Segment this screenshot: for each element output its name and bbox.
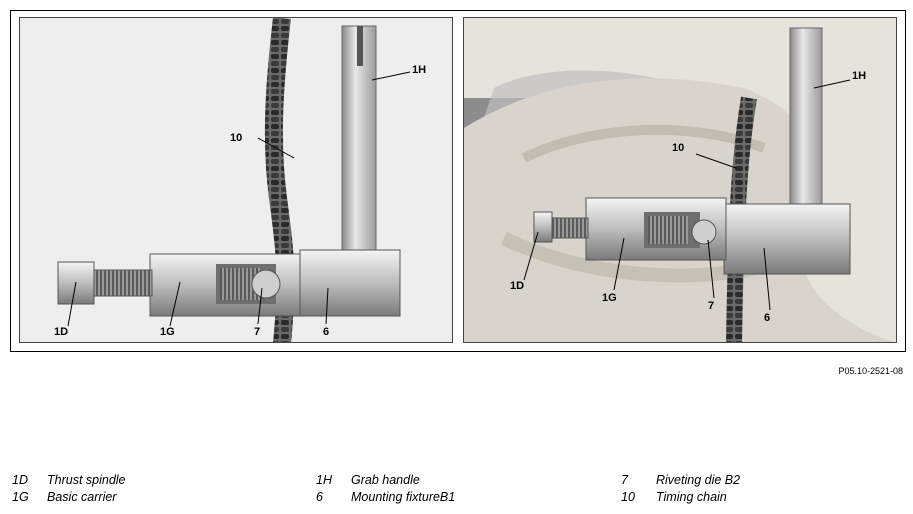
legend-description: Thrust spindle [47,473,126,487]
callout-7: 7 [254,326,261,338]
callout-10: 10 [672,142,685,154]
mounting-fixture [299,249,401,317]
legend-code: 7 [621,473,628,487]
callout-10: 10 [230,132,243,144]
callout-6: 6 [764,312,771,324]
callout-6: 6 [323,326,330,338]
photo-tool-on-engine: 1H 10 1D 1G 7 6 [463,17,897,343]
callout-1G: 1G [602,292,617,304]
riveting-die [691,219,717,245]
legend-code: 1H [316,473,332,487]
legend-code: 1G [12,490,29,504]
timing-chain [726,96,757,342]
legend-code: 6 [316,490,323,504]
tool-assembly-illustration [20,18,452,342]
callout-1H: 1H [852,70,867,82]
legend-description: Grab handle [351,473,420,487]
figure-reference: P05.10-2521-08 [838,366,903,376]
callout-1D: 1D [54,326,69,338]
tool-on-engine-illustration [464,18,896,342]
thrust-spindle [549,217,589,239]
legend-description: Basic carrier [47,490,117,504]
thrust-spindle [91,269,153,297]
legend-code: 1D [12,473,28,487]
legend-description: Timing chain [656,490,727,504]
callout-1H: 1H [412,64,427,76]
callout-1D: 1D [510,280,525,292]
photo-tool-assembly: 1H 10 1D 1G 7 6 [19,17,453,343]
figure-frame: 1H 10 1D 1G 7 6 [10,10,906,352]
riveting-die [251,269,281,299]
callout-7: 7 [708,300,715,312]
legend-description: Riveting die B2 [656,473,741,487]
legend-code: 10 [621,490,635,504]
legend-description: Mounting fixtureB1 [351,490,456,504]
grab-handle [789,27,823,219]
mounting-fixture [723,203,851,275]
callout-1G: 1G [160,326,175,338]
